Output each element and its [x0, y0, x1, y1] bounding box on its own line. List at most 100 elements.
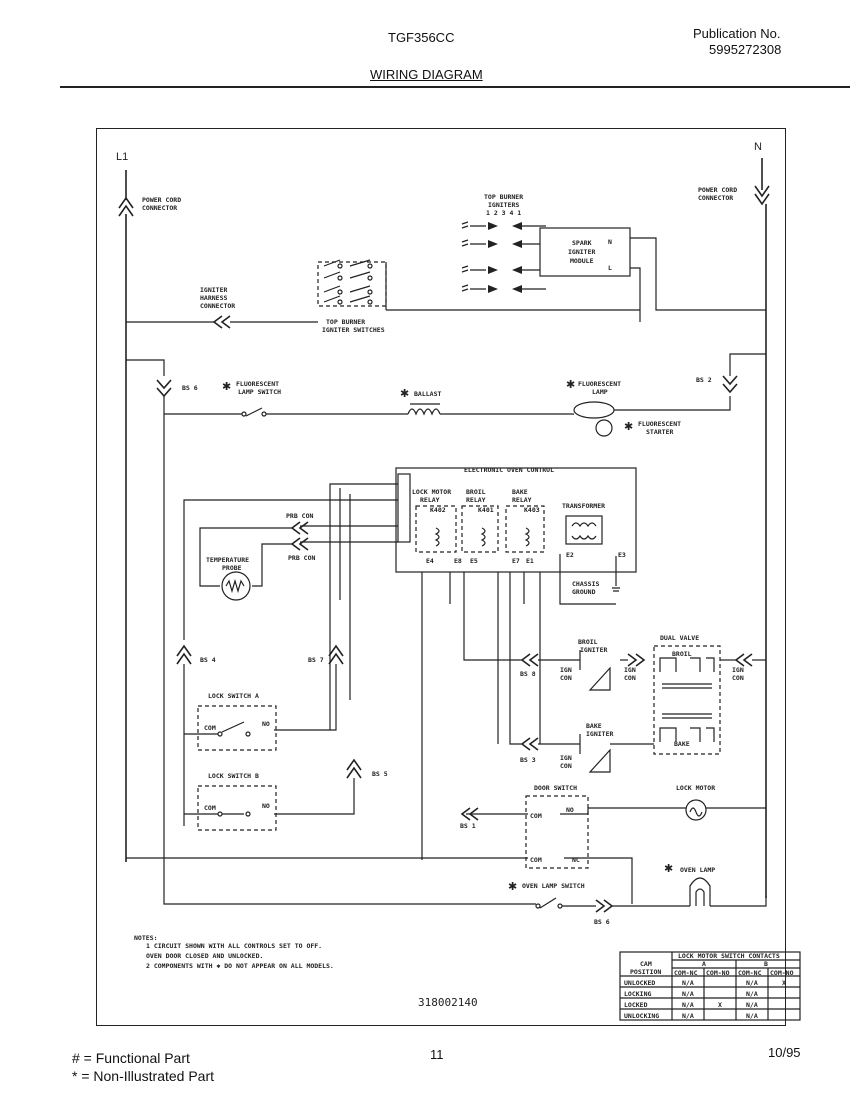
svg-text:CON: CON — [560, 762, 572, 770]
spark-igniter-section: TOP BURNER IGNITERS 1 2 3 4 1 SPARK IGNI… — [461, 193, 766, 322]
n-label: N — [754, 141, 762, 153]
top-burner-switches: TOP BURNER IGNITER SWITCHES IGNITER HARN… — [126, 259, 640, 334]
svg-text:RELAY: RELAY — [512, 496, 532, 504]
svg-text:RELAY: RELAY — [420, 496, 440, 504]
publication-label: Publication No. — [693, 26, 781, 41]
svg-text:IGN: IGN — [624, 666, 636, 674]
svg-text:BS 2: BS 2 — [696, 376, 712, 384]
svg-text:PRB CON: PRB CON — [288, 554, 315, 562]
svg-text:CHASSIS: CHASSIS — [572, 580, 599, 588]
svg-text:BS 6: BS 6 — [594, 918, 610, 926]
svg-text:CONNECTOR: CONNECTOR — [698, 194, 733, 202]
svg-text:X: X — [718, 1001, 722, 1009]
header-rule — [60, 86, 850, 88]
legend-functional: # = Functional Part — [72, 1050, 190, 1066]
svg-text:GROUND: GROUND — [572, 588, 596, 596]
part-number: 318002140 — [418, 996, 478, 1009]
svg-text:LOCK MOTOR SWITCH CONTACTS: LOCK MOTOR SWITCH CONTACTS — [678, 952, 780, 960]
svg-text:LAMP: LAMP — [592, 388, 608, 396]
svg-text:UNLOCKED: UNLOCKED — [624, 979, 655, 987]
svg-text:UNLOCKING: UNLOCKING — [624, 1012, 659, 1020]
svg-text:1 2 3 4 1: 1 2 3 4 1 — [486, 209, 521, 217]
svg-text:K403: K403 — [524, 506, 540, 514]
svg-text:LOCKING: LOCKING — [624, 990, 651, 998]
svg-text:N/A: N/A — [682, 1012, 694, 1020]
svg-text:COM-NO: COM-NO — [706, 969, 730, 977]
svg-text:COM: COM — [530, 812, 542, 820]
page-title: WIRING DIAGRAM — [370, 67, 483, 82]
svg-text:IGNITER SWITCHES: IGNITER SWITCHES — [322, 326, 385, 334]
svg-text:E7: E7 — [512, 557, 520, 565]
svg-text:L: L — [608, 264, 612, 272]
svg-text:✱: ✱ — [566, 379, 575, 391]
door-switch-and-lock-motor: BS 1 DOOR SWITCH COM NO COM NC LOCK MOTO… — [126, 784, 766, 904]
svg-text:CAM: CAM — [640, 960, 652, 968]
svg-text:NO: NO — [262, 720, 270, 728]
svg-text:BROIL: BROIL — [578, 638, 598, 646]
svg-text:BS 8: BS 8 — [520, 670, 536, 678]
svg-text:IGNITER: IGNITER — [200, 286, 227, 294]
n-rail: N POWER CORD CONNECTOR — [698, 141, 770, 898]
svg-text:FLUORESCENT: FLUORESCENT — [578, 380, 621, 388]
electronic-oven-control: ELECTRONIC OVEN CONTROL LOCK MOTOR RELAY… — [395, 466, 637, 605]
svg-text:COM: COM — [204, 724, 216, 732]
svg-text:LAMP SWITCH: LAMP SWITCH — [238, 388, 281, 396]
svg-text:LOCK MOTOR: LOCK MOTOR — [412, 488, 451, 496]
revision-date: 10/95 — [768, 1045, 801, 1060]
svg-text:BALLAST: BALLAST — [414, 390, 441, 398]
svg-text:CON: CON — [624, 674, 636, 682]
svg-text:BS 3: BS 3 — [520, 756, 536, 764]
svg-text:SPARK: SPARK — [572, 239, 592, 247]
notes-block: NOTES: 1 CIRCUIT SHOWN WITH ALL CONTROLS… — [134, 934, 334, 970]
svg-text:E4: E4 — [426, 557, 434, 565]
svg-text:POSITION: POSITION — [630, 968, 661, 976]
svg-text:E5: E5 — [470, 557, 478, 565]
svg-text:2 COMPONENTS WITH ✱ DO NOT AP: 2 COMPONENTS WITH ✱ DO NOT APPEAR ON ALL… — [146, 962, 334, 970]
svg-text:COM-NC: COM-NC — [674, 969, 698, 977]
svg-text:A: A — [702, 960, 706, 968]
svg-text:IGNITER: IGNITER — [586, 730, 613, 738]
temperature-probe: PRB CON PRB CON TEMPERATURE PROBE — [183, 483, 398, 720]
svg-text:BS 7: BS 7 — [308, 656, 324, 664]
svg-text:COM: COM — [530, 856, 542, 864]
svg-text:CONNECTOR: CONNECTOR — [142, 204, 177, 212]
svg-text:✱: ✱ — [664, 863, 673, 875]
svg-text:LOCK SWITCH B: LOCK SWITCH B — [208, 772, 259, 780]
svg-text:X: X — [782, 979, 786, 987]
model-number: TGF356CC — [388, 30, 455, 45]
spark-module-box — [539, 227, 631, 277]
lock-switches: BS 4 BS 7 LOCK SWITCH A COM NO BS 5 LOCK… — [176, 644, 388, 831]
svg-text:TOP BURNER: TOP BURNER — [484, 193, 523, 201]
igniter-electrodes — [461, 221, 546, 293]
svg-text:E1: E1 — [526, 557, 534, 565]
svg-text:LOCK MOTOR: LOCK MOTOR — [676, 784, 715, 792]
svg-text:K401: K401 — [478, 506, 494, 514]
svg-text:NO: NO — [566, 806, 574, 814]
svg-text:BROIL: BROIL — [672, 650, 692, 658]
svg-text:PROBE: PROBE — [222, 564, 242, 572]
svg-text:FLUORESCENT: FLUORESCENT — [638, 420, 681, 428]
svg-text:NC: NC — [572, 856, 580, 864]
svg-text:COM-NC: COM-NC — [738, 969, 762, 977]
svg-text:TEMPERATURE: TEMPERATURE — [206, 556, 249, 564]
svg-text:TRANSFORMER: TRANSFORMER — [562, 502, 605, 510]
svg-text:E8: E8 — [454, 557, 462, 565]
svg-text:MODULE: MODULE — [570, 257, 594, 265]
svg-text:COM-NO: COM-NO — [770, 969, 794, 977]
svg-text:B: B — [764, 960, 768, 968]
svg-text:STARTER: STARTER — [646, 428, 673, 436]
svg-text:BS 6: BS 6 — [182, 384, 198, 392]
svg-text:NOTES:: NOTES: — [134, 934, 157, 942]
svg-text:DUAL VALVE: DUAL VALVE — [660, 634, 699, 642]
svg-text:IGNITERS: IGNITERS — [488, 201, 519, 209]
page-number: 11 — [430, 1047, 444, 1062]
svg-text:IGN: IGN — [732, 666, 744, 674]
svg-text:NO: NO — [262, 802, 270, 810]
svg-text:E3: E3 — [618, 551, 626, 559]
svg-text:BS 4: BS 4 — [200, 656, 216, 664]
publication-block: Publication No. 5995272308 — [693, 26, 781, 58]
igniters-and-valve: BS 8 IGN CON BROIL IGNITER IGN CON DUAL … — [421, 572, 766, 860]
svg-text:IGNITER: IGNITER — [580, 646, 607, 654]
svg-text:ELECTRONIC OVEN CONTROL: ELECTRONIC OVEN CONTROL — [464, 466, 554, 474]
